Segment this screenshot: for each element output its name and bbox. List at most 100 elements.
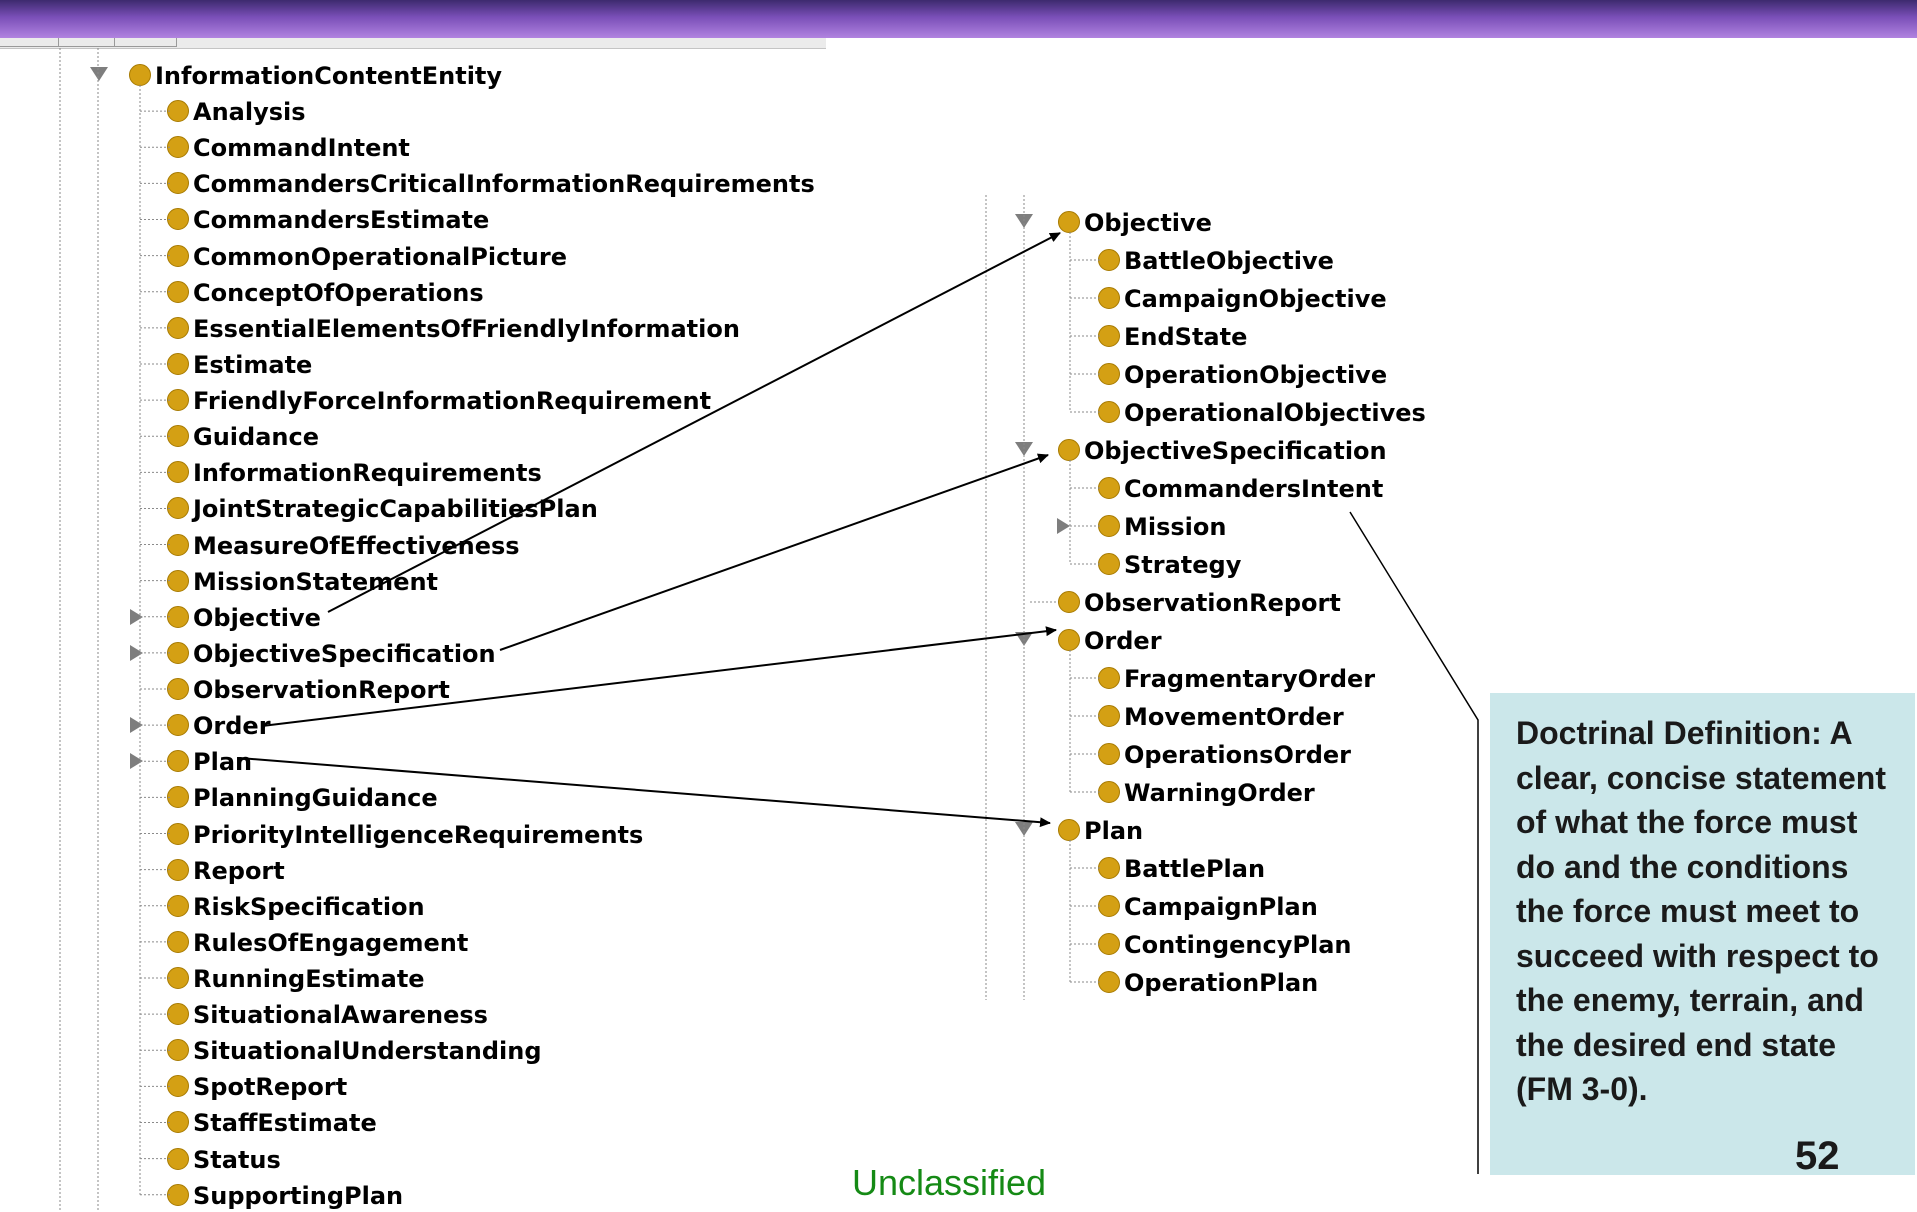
class-label: StaffEstimate	[193, 1109, 377, 1138]
tree-node-objective-specification[interactable]: ObjectiveSpecification	[167, 637, 496, 669]
tree-node-commanders-critical-information-requirements[interactable]: CommandersCriticalInformationRequirement…	[167, 167, 815, 199]
class-label: PriorityIntelligenceRequirements	[193, 820, 644, 849]
tree-node-estimate[interactable]: Estimate	[167, 348, 312, 380]
class-node-icon	[167, 714, 189, 737]
tree-node-guidance[interactable]: Guidance	[167, 420, 319, 452]
mapping-arrow-objective	[327, 232, 1061, 613]
expand-toggle-icon[interactable]	[130, 644, 143, 661]
tree-node-warning-order[interactable]: WarningOrder	[1098, 776, 1315, 808]
class-node-icon	[167, 497, 189, 520]
mapping-arrow-objective-specification	[499, 453, 1049, 651]
class-node-icon	[167, 894, 189, 917]
collapse-toggle-icon[interactable]	[90, 67, 108, 81]
tree-node-rules-of-engagement[interactable]: RulesOfEngagement	[167, 926, 468, 958]
tree-node-situational-understanding[interactable]: SituationalUnderstanding	[167, 1034, 542, 1066]
tree-node-supporting-plan[interactable]: SupportingPlan	[167, 1179, 403, 1211]
tree-node-situational-awareness[interactable]: SituationalAwareness	[167, 998, 488, 1030]
class-label: Report	[193, 856, 285, 885]
class-node-icon	[167, 352, 189, 375]
class-label: BattleObjective	[1124, 247, 1334, 275]
class-node-icon	[167, 244, 189, 267]
tree-node-objective[interactable]: Objective	[167, 601, 321, 633]
class-label: Objective	[1084, 209, 1212, 237]
tree-node-measure-of-effectiveness[interactable]: MeasureOfEffectiveness	[167, 529, 520, 561]
class-node-icon	[1058, 591, 1080, 613]
class-node-icon	[167, 1039, 189, 1062]
tree-node-plan[interactable]: Plan	[1058, 814, 1143, 846]
tree-node-objective[interactable]: Objective	[1058, 206, 1212, 238]
class-node-icon	[167, 858, 189, 881]
tree-node-order[interactable]: Order	[167, 709, 271, 741]
tree-node-planning-guidance[interactable]: PlanningGuidance	[167, 781, 438, 813]
tree-node-operation-plan[interactable]: OperationPlan	[1098, 966, 1318, 998]
callout-pointer-line	[1349, 511, 1479, 1174]
tree-node-information-requirements[interactable]: InformationRequirements	[167, 456, 542, 488]
class-label: Status	[193, 1145, 281, 1174]
class-label: JointStrategicCapabilitiesPlan	[193, 495, 598, 524]
tree-node-plan[interactable]: Plan	[167, 745, 252, 777]
class-node-icon	[167, 678, 189, 701]
class-label: OperationObjective	[1124, 361, 1388, 389]
class-node-icon	[1058, 211, 1080, 233]
expand-toggle-icon[interactable]	[130, 608, 143, 625]
tree-node-battle-plan[interactable]: BattlePlan	[1098, 852, 1265, 884]
tree-node-status[interactable]: Status	[167, 1143, 281, 1175]
class-label: CommandersEstimate	[193, 206, 490, 235]
tree-node-campaign-objective[interactable]: CampaignObjective	[1098, 282, 1387, 314]
class-label: InformationContentEntity	[155, 62, 503, 90]
tree-node-spot-report[interactable]: SpotReport	[167, 1070, 347, 1102]
tree-node-information-content-entity[interactable]: InformationContentEntity	[129, 59, 502, 91]
tree-node-running-estimate[interactable]: RunningEstimate	[167, 962, 425, 994]
tree-node-common-operational-picture[interactable]: CommonOperationalPicture	[167, 240, 567, 272]
class-node-icon	[167, 172, 189, 195]
tree-node-staff-estimate[interactable]: StaffEstimate	[167, 1106, 377, 1138]
tree-node-commanders-estimate[interactable]: CommandersEstimate	[167, 203, 489, 235]
class-node-icon	[167, 425, 189, 448]
class-node-icon	[167, 280, 189, 303]
class-label: EssentialElementsOfFriendlyInformation	[193, 314, 740, 343]
class-label: EndState	[1124, 323, 1248, 351]
expand-toggle-icon[interactable]	[1057, 518, 1070, 534]
tree-node-observation-report[interactable]: ObservationReport	[1058, 586, 1341, 618]
callout-text: Doctrinal Definition: A clear, concise s…	[1516, 715, 1886, 1107]
tree-node-essential-elements-of-friendly-information[interactable]: EssentialElementsOfFriendlyInformation	[167, 312, 740, 344]
tree-node-report[interactable]: Report	[167, 854, 285, 886]
class-node-icon	[167, 533, 189, 556]
tree-node-fragmentary-order[interactable]: FragmentaryOrder	[1098, 662, 1375, 694]
tree-node-friendly-force-information-requirement[interactable]: FriendlyForceInformationRequirement	[167, 384, 711, 416]
tree-node-operational-objectives[interactable]: OperationalObjectives	[1098, 396, 1426, 428]
tree-node-mission[interactable]: Mission	[1098, 510, 1226, 542]
class-label: CommandIntent	[193, 134, 410, 163]
tree-node-command-intent[interactable]: CommandIntent	[167, 131, 410, 163]
tree-node-mission-statement[interactable]: MissionStatement	[167, 565, 438, 597]
tree-node-battle-objective[interactable]: BattleObjective	[1098, 244, 1334, 276]
tree-node-objective-specification[interactable]: ObjectiveSpecification	[1058, 434, 1387, 466]
tree-node-risk-specification[interactable]: RiskSpecification	[167, 890, 425, 922]
class-label: MovementOrder	[1124, 703, 1344, 731]
tree-node-observation-report[interactable]: ObservationReport	[167, 673, 450, 705]
class-node-icon	[167, 786, 189, 809]
tree-node-joint-strategic-capabilities-plan[interactable]: JointStrategicCapabilitiesPlan	[167, 492, 598, 524]
tree-node-commanders-intent[interactable]: CommandersIntent	[1098, 472, 1383, 504]
tree-node-contingency-plan[interactable]: ContingencyPlan	[1098, 928, 1351, 960]
tree-node-order[interactable]: Order	[1058, 624, 1162, 656]
class-label: PlanningGuidance	[193, 784, 438, 813]
tree-node-end-state[interactable]: EndState	[1098, 320, 1247, 352]
class-label: CampaignPlan	[1124, 893, 1318, 921]
tree-node-strategy[interactable]: Strategy	[1098, 548, 1241, 580]
class-label: Order	[193, 712, 271, 741]
tree-node-operation-objective[interactable]: OperationObjective	[1098, 358, 1387, 390]
tree-node-priority-intelligence-requirements[interactable]: PriorityIntelligenceRequirements	[167, 818, 643, 850]
definition-callout: Doctrinal Definition: A clear, concise s…	[1490, 693, 1915, 1175]
tree-node-concept-of-operations[interactable]: ConceptOfOperations	[167, 276, 484, 308]
class-label: ObjectiveSpecification	[1084, 437, 1387, 465]
class-node-icon	[167, 641, 189, 664]
class-label: OperationalObjectives	[1124, 399, 1426, 427]
tree-node-campaign-plan[interactable]: CampaignPlan	[1098, 890, 1318, 922]
tree-node-analysis[interactable]: Analysis	[167, 95, 306, 127]
tree-node-movement-order[interactable]: MovementOrder	[1098, 700, 1344, 732]
class-label: Objective	[193, 603, 321, 632]
class-node-icon	[167, 605, 189, 628]
